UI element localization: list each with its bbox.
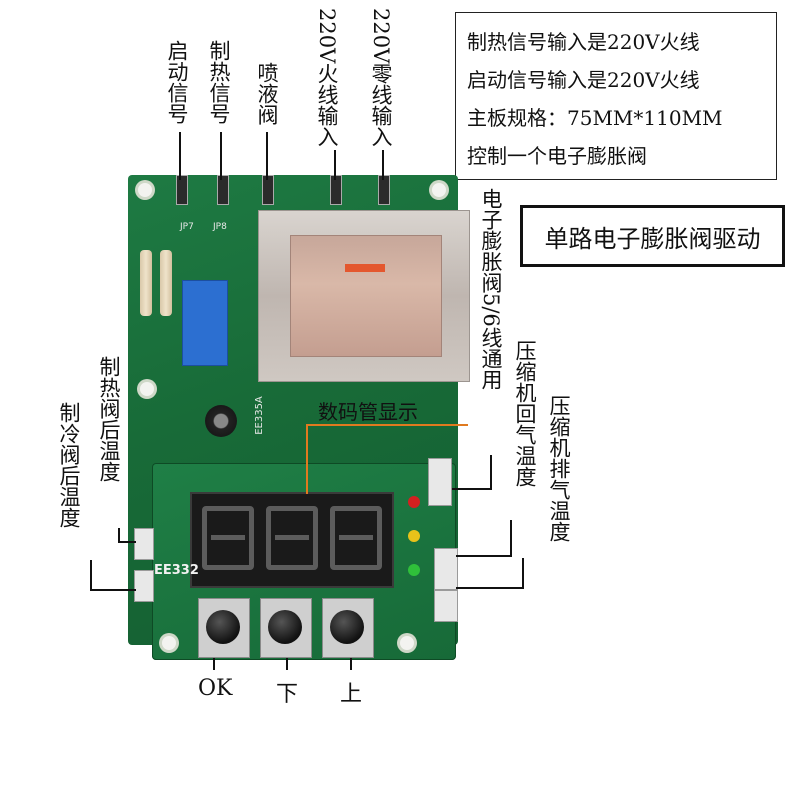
leader-eev-v <box>490 455 492 489</box>
label-start-signal: 启动信号 <box>165 40 189 124</box>
eev-connector <box>428 458 452 506</box>
leader-display-v <box>306 424 308 494</box>
leader-display-h <box>306 424 468 426</box>
label-up-button: 上 <box>340 682 363 707</box>
label-down-button: 下 <box>276 682 299 707</box>
label-eev: 电子膨胀阀5/6线通用 <box>479 188 503 390</box>
label-neutral-input: 220V零线输入 <box>369 8 393 148</box>
leader-live <box>334 150 336 180</box>
leader-coolvalve-h <box>90 589 136 591</box>
product-title: 单路电子膨胀阀驱动 <box>520 205 785 267</box>
label-heat-valve-temp: 制热阀后温度 <box>97 356 121 482</box>
model-display-label: EE332 <box>154 563 199 578</box>
label-comp-discharge: 压缩机排气温度 <box>547 395 571 542</box>
leader-heatvalve-h <box>118 541 136 543</box>
resistor-1 <box>140 250 152 316</box>
discharge-temp-connector <box>434 590 458 622</box>
mount-hole-ml <box>140 382 154 396</box>
digit-3 <box>330 506 382 570</box>
leader-return-h <box>456 555 512 557</box>
leader-down <box>286 658 288 670</box>
resistor-2 <box>160 250 172 316</box>
label-spray-valve: 喷液阀 <box>255 62 279 125</box>
leader-eev-h <box>452 488 492 490</box>
spec-line-start-signal: 启动信号输入是220V火线 <box>467 68 700 92</box>
leader-heatvalve-v <box>118 528 120 542</box>
cool-temp-connector <box>134 570 154 602</box>
neutral-pin <box>378 175 390 205</box>
relay-block <box>182 280 228 366</box>
leader-up <box>350 658 352 670</box>
leader-coolvalve-v <box>90 560 92 590</box>
leader-neutral <box>382 150 384 180</box>
spec-line-valve-count: 控制一个电子膨胀阀 <box>467 144 647 168</box>
label-live-input: 220V火线输入 <box>315 8 339 148</box>
led-red <box>408 496 420 508</box>
spec-line-heat-signal: 制热信号输入是220V火线 <box>467 30 700 54</box>
transformer-core <box>290 235 442 357</box>
leader-spray <box>266 132 268 180</box>
label-comp-return: 压缩机回气温度 <box>513 340 537 487</box>
led-green <box>408 564 420 576</box>
leader-heat <box>220 132 222 180</box>
heat-temp-connector <box>134 528 154 560</box>
jp7-pin <box>176 175 188 205</box>
ok-button[interactable] <box>206 610 240 644</box>
label-display: 数码管显示 <box>318 400 418 424</box>
leader-start <box>179 132 181 180</box>
return-temp-connector <box>434 548 458 590</box>
led-yellow <box>408 530 420 542</box>
jp7-label: JP7 <box>180 222 194 232</box>
label-ok-button: OK <box>198 676 233 701</box>
live-pin <box>330 175 342 205</box>
mount-hole-bl <box>162 636 176 650</box>
mount-hole-br <box>400 636 414 650</box>
jp8-pin <box>217 175 229 205</box>
up-button[interactable] <box>330 610 364 644</box>
jp8-label: JP8 <box>213 222 227 232</box>
label-cool-valve-temp: 制冷阀后温度 <box>57 402 81 528</box>
spec-info-box: 制热信号输入是220V火线 启动信号输入是220V火线 主板规格：75MM*11… <box>455 12 777 180</box>
transformer-tag <box>345 264 385 272</box>
leader-discharge-v <box>522 558 524 588</box>
mount-hole-tr <box>432 183 446 197</box>
digit-1 <box>202 506 254 570</box>
leader-return-v <box>510 520 512 556</box>
down-button[interactable] <box>268 610 302 644</box>
digit-2 <box>266 506 318 570</box>
spray-pin <box>262 175 274 205</box>
spec-line-board-size: 主板规格：75MM*110MM <box>467 106 723 130</box>
model-top-label: EE335A <box>253 396 265 435</box>
mount-hole-tl <box>138 183 152 197</box>
leader-discharge-h <box>456 587 524 589</box>
leader-ok <box>213 658 215 670</box>
capacitor <box>205 405 237 437</box>
label-heat-signal: 制热信号 <box>207 40 231 124</box>
